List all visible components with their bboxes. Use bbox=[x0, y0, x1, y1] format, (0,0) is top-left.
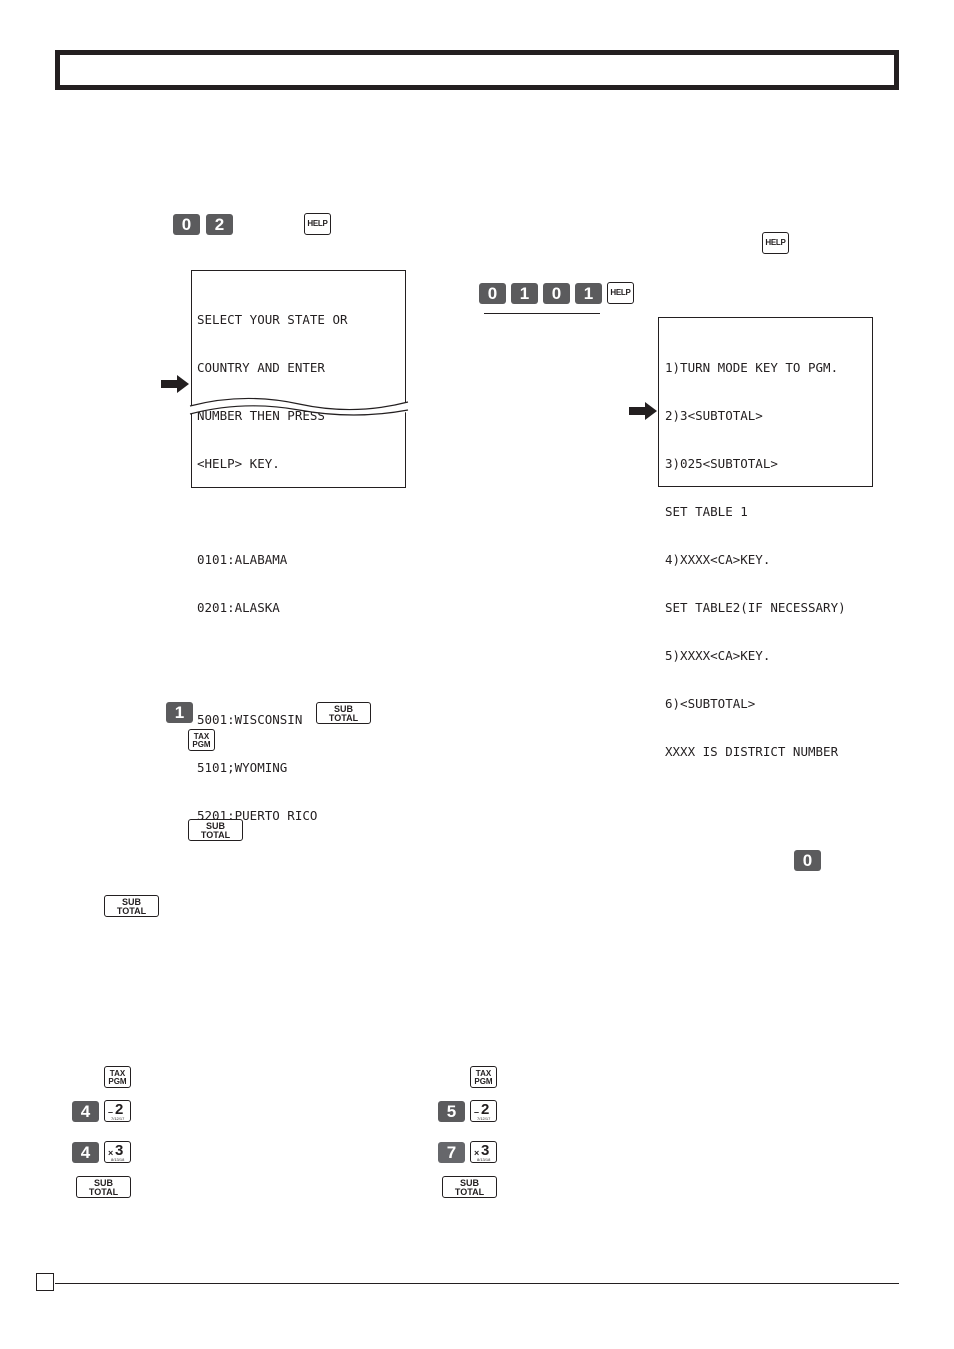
key-0[interactable]: 0 bbox=[794, 850, 821, 871]
key-label: TAX bbox=[475, 1069, 492, 1078]
key-sublabel: 7/12/17 bbox=[477, 1116, 491, 1121]
key-0[interactable]: 0 bbox=[543, 283, 570, 304]
key-7[interactable]: 7 bbox=[438, 1142, 465, 1163]
receipt-line: 6)<SUBTOTAL> bbox=[665, 696, 756, 711]
footer-rule bbox=[55, 1283, 899, 1284]
key-label: TOTAL bbox=[116, 906, 147, 916]
key-label: SUB bbox=[459, 1178, 479, 1188]
receipt-line: SET TABLE2(IF NECESSARY) bbox=[665, 600, 846, 615]
key-symbol: – bbox=[108, 1107, 114, 1117]
key-label: PGM bbox=[192, 740, 211, 749]
key-1[interactable]: 1 bbox=[511, 283, 538, 304]
key-label: SUB bbox=[205, 821, 225, 831]
receipt-line: XXXX IS DISTRICT NUMBER bbox=[665, 744, 839, 759]
key-1[interactable]: 1 bbox=[575, 283, 602, 304]
key-digit: 3 bbox=[481, 1142, 490, 1159]
key-5[interactable]: 5 bbox=[438, 1101, 465, 1122]
key-label: TOTAL bbox=[200, 830, 231, 840]
key-label: PGM bbox=[474, 1077, 493, 1086]
help-key[interactable]: HELP bbox=[304, 213, 331, 235]
key-sublabel: 8/13/18 bbox=[477, 1157, 491, 1162]
section-header-box bbox=[55, 50, 899, 90]
receipt-line: 5)XXXX<CA>KEY. bbox=[665, 648, 771, 663]
receipt-line: 5001:WISCONSIN bbox=[197, 712, 303, 727]
key-label: SUB bbox=[93, 1178, 113, 1188]
key-label: TAX bbox=[193, 732, 210, 741]
receipt-line: <HELP> KEY. bbox=[197, 456, 280, 471]
key-digit: 2 bbox=[115, 1101, 124, 1118]
receipt-alabama-instructions: 1)TURN MODE KEY TO PGM. 2)3<SUBTOTAL> 3)… bbox=[658, 317, 873, 759]
key-digit: 3 bbox=[115, 1142, 124, 1159]
receipt-line: 1)TURN MODE KEY TO PGM. bbox=[665, 360, 839, 375]
receipt-line: 4)XXXX<CA>KEY. bbox=[665, 552, 771, 567]
key-label: TAX bbox=[109, 1069, 126, 1078]
key-label: TOTAL bbox=[88, 1187, 119, 1197]
key-label: SUB bbox=[333, 704, 353, 714]
receipt-line: COUNTRY AND ENTER bbox=[197, 360, 325, 375]
key-sublabel: 7/12/17 bbox=[111, 1116, 125, 1121]
key-4[interactable]: 4 bbox=[72, 1142, 99, 1163]
receipt-line: 3)025<SUBTOTAL> bbox=[665, 456, 778, 471]
key-label: TOTAL bbox=[454, 1187, 485, 1197]
receipt-tear-break bbox=[189, 397, 409, 416]
receipt-line: SELECT YOUR STATE OR bbox=[197, 312, 348, 327]
receipt-line: SET TABLE 1 bbox=[665, 504, 748, 519]
key-label: PGM bbox=[108, 1077, 127, 1086]
receipt-line: 5101;WYOMING bbox=[197, 760, 288, 775]
key-0[interactable]: 0 bbox=[479, 283, 506, 304]
key-2[interactable]: 2 bbox=[206, 214, 233, 235]
key-0[interactable]: 0 bbox=[173, 214, 200, 235]
help-key[interactable]: HELP bbox=[607, 282, 634, 304]
receipt-line: 0201:ALASKA bbox=[197, 600, 280, 615]
underline bbox=[484, 313, 600, 314]
key-symbol: – bbox=[474, 1107, 480, 1117]
receipt-state-list: SELECT YOUR STATE OR COUNTRY AND ENTER N… bbox=[191, 270, 406, 823]
key-label: TOTAL bbox=[328, 713, 359, 723]
arrow-right-icon bbox=[629, 402, 657, 420]
key-symbol: × bbox=[474, 1148, 480, 1158]
key-4[interactable]: 4 bbox=[72, 1101, 99, 1122]
arrow-right-icon bbox=[161, 375, 189, 393]
receipt-line: 2)3<SUBTOTAL> bbox=[665, 408, 763, 423]
key-symbol: × bbox=[108, 1148, 114, 1158]
page-number-box bbox=[36, 1273, 54, 1291]
key-1[interactable]: 1 bbox=[166, 702, 193, 723]
receipt-line: 0101:ALABAMA bbox=[197, 552, 288, 567]
key-label: SUB bbox=[121, 897, 141, 907]
help-key[interactable]: HELP bbox=[762, 232, 789, 254]
key-sublabel: 8/13/18 bbox=[111, 1157, 125, 1162]
key-digit: 2 bbox=[481, 1101, 490, 1118]
receipt-line bbox=[197, 504, 405, 520]
